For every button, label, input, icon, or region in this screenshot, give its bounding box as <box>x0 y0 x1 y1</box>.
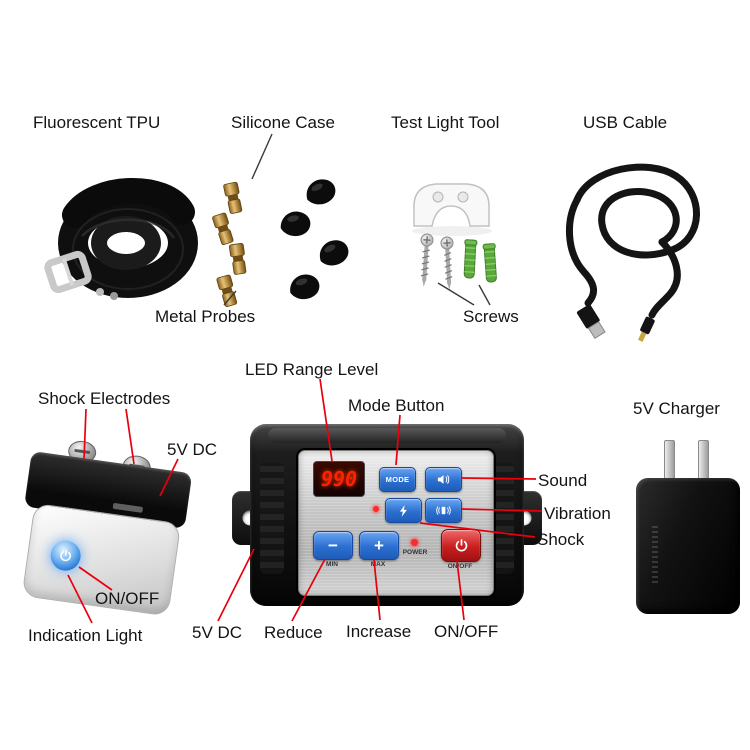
collar-graphic <box>44 178 198 300</box>
label-screws: Screws <box>463 307 519 326</box>
label-usb-cable: USB Cable <box>583 113 668 132</box>
transmitter-unit: 990 MODE <box>232 424 542 606</box>
channel-indicator-dot <box>373 506 379 512</box>
charger-body <box>636 478 740 614</box>
transmitter-body: 990 MODE <box>250 424 524 606</box>
label-vibration: Vibration <box>544 504 611 523</box>
dark-callout-lines <box>223 133 491 306</box>
label-shock-electrodes: Shock Electrodes <box>38 389 171 408</box>
led-range-display: 990 <box>313 461 365 497</box>
label-mode-button: Mode Button <box>348 396 445 415</box>
vibration-icon <box>436 506 451 515</box>
receiver-collar-unit <box>9 432 203 622</box>
usb-cable-graphic <box>566 163 700 319</box>
max-caption: MAX <box>370 561 386 568</box>
label-silicone-case: Silicone Case <box>231 113 335 132</box>
label-indication-light: Indication Light <box>28 626 143 645</box>
label-receiver-onoff: ON/OFF <box>95 589 160 608</box>
onoff-caption: ON/OFF <box>447 563 473 570</box>
usb-a-connector <box>576 304 606 340</box>
label-increase: Increase <box>346 622 412 641</box>
metal-probes-graphic <box>212 181 247 307</box>
label-5v-charger: 5V Charger <box>633 399 720 418</box>
receiver-logo <box>112 502 144 513</box>
test-light-tool-graphic <box>412 183 492 236</box>
shock-button <box>385 498 422 523</box>
vibration-button <box>425 498 462 523</box>
label-reduce: Reduce <box>264 623 323 642</box>
label-shock: Shock <box>537 530 585 549</box>
increase-button: + <box>359 531 399 560</box>
label-test-light-tool: Test Light Tool <box>391 113 500 132</box>
power-indicator-dot <box>411 539 418 546</box>
receiver-power-button <box>48 538 83 573</box>
label-transmitter-onoff: ON/OFF <box>434 622 499 641</box>
onoff-button <box>441 529 481 562</box>
screws-graphic <box>420 233 454 290</box>
collar-buckle <box>44 250 92 294</box>
sound-button <box>425 467 462 492</box>
label-receiver-5v-dc: 5V DC <box>167 440 218 459</box>
speaker-icon <box>437 475 450 484</box>
control-panel: 990 MODE <box>298 450 494 596</box>
lightning-icon <box>399 504 407 517</box>
transmitter-top-seam <box>268 428 506 443</box>
label-led-range-level: LED Range Level <box>245 360 379 379</box>
power-caption: POWER <box>402 549 428 556</box>
transmitter-side-ridges-right <box>490 462 514 574</box>
label-transmitter-5v-dc: 5V DC <box>192 623 243 642</box>
silicone-caps-graphic <box>280 179 349 300</box>
label-sound: Sound <box>538 471 588 490</box>
power-icon <box>455 539 467 552</box>
transmitter-side-ridges-left <box>260 462 284 574</box>
power-icon <box>60 549 72 562</box>
dc-barrel-connector <box>638 316 655 342</box>
wall-charger <box>636 440 740 614</box>
decrease-button: − <box>313 531 353 560</box>
label-metal-probes: Metal Probes <box>155 307 256 326</box>
mode-button: MODE <box>379 467 416 492</box>
label-fluorescent-tpu: Fluorescent TPU <box>33 113 161 132</box>
wall-anchors-graphic <box>463 239 497 283</box>
receiver-body <box>21 502 182 617</box>
charger-markings <box>652 526 658 584</box>
min-caption: MIN <box>326 561 338 568</box>
